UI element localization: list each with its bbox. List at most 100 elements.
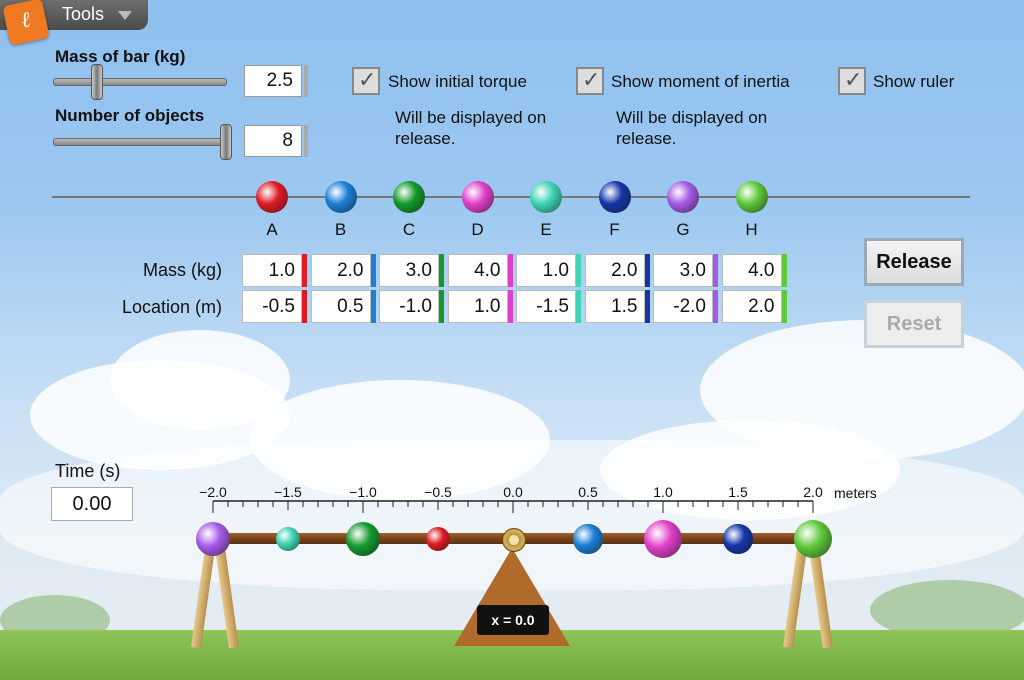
mass-row-label: Mass (kg) <box>142 260 222 280</box>
placed-object-b[interactable] <box>573 524 603 554</box>
object-f-ball[interactable] <box>598 181 631 213</box>
object-c-ball[interactable] <box>393 181 425 213</box>
input-edge <box>304 65 308 97</box>
mass-input-c[interactable]: 3.0 <box>379 254 439 287</box>
input-edge <box>304 125 308 157</box>
checkmark-icon: ✓ <box>582 67 601 92</box>
mass-input-g[interactable]: 3.0 <box>653 254 713 287</box>
ruler-tick-label: 2.0 <box>803 484 823 500</box>
mass-of-bar-slider-thumb[interactable] <box>91 64 103 100</box>
color-swatch-d <box>507 254 513 287</box>
fulcrum-position-label: x = 0.0 <box>477 605 549 635</box>
placed-object-d[interactable] <box>643 519 683 559</box>
location-input-c[interactable]: -1.0 <box>379 290 439 323</box>
placed-object-e[interactable] <box>275 526 301 552</box>
object-h-ball[interactable] <box>735 181 768 213</box>
mass-input-d[interactable]: 4.0 <box>447 254 508 287</box>
object-label: B <box>334 220 347 239</box>
placed-object-c[interactable] <box>346 522 380 556</box>
number-of-objects-input[interactable]: 8 <box>244 125 302 157</box>
mass-of-bar-slider[interactable] <box>53 78 227 86</box>
ruler-tick-label: 1.0 <box>653 484 673 500</box>
placed-object-h[interactable] <box>793 519 833 559</box>
object-g-ball[interactable] <box>667 181 699 213</box>
object-label: F <box>609 220 620 239</box>
color-swatch-c <box>439 290 444 323</box>
release-button[interactable]: Release <box>864 238 964 286</box>
object-label: H <box>745 220 758 239</box>
ruler-tick-label: 0.0 <box>503 484 523 500</box>
location-input-f[interactable]: 1.5 <box>584 290 645 323</box>
object-e-ball[interactable] <box>530 181 562 213</box>
mass-input-e[interactable]: 1.0 <box>516 254 576 287</box>
mass-input-a[interactable]: 1.0 <box>242 254 302 287</box>
number-of-objects-slider-thumb[interactable] <box>220 124 232 160</box>
ruler-tick-label: −0.5 <box>424 484 452 500</box>
color-swatch-e <box>576 290 581 323</box>
ruler-tick-label: −1.0 <box>349 484 377 500</box>
color-swatch-f <box>644 254 650 287</box>
object-b-ball[interactable] <box>324 181 357 213</box>
ruler-tick-label: −2.0 <box>199 484 227 500</box>
object-palette-rail <box>52 196 970 198</box>
placed-object-g[interactable] <box>196 522 230 556</box>
object-label: C <box>402 220 416 239</box>
mass-input-b[interactable]: 2.0 <box>310 254 371 287</box>
chevron-down-icon <box>118 11 132 20</box>
cloud <box>110 330 290 430</box>
checkmark-icon: ✓ <box>844 67 863 92</box>
show-moment-of-inertia-label: Show moment of inertia <box>611 72 790 91</box>
pivot-icon <box>502 528 526 552</box>
location-input-d[interactable]: 1.0 <box>447 290 508 323</box>
tools-label: Tools <box>62 4 105 24</box>
location-input-a[interactable]: -0.5 <box>242 290 302 323</box>
color-swatch-b <box>370 254 376 287</box>
placed-object-f[interactable] <box>723 524 753 554</box>
color-swatch-c <box>439 254 444 287</box>
show-initial-torque-checkbox[interactable]: ✓ <box>352 67 380 95</box>
object-d-ball[interactable] <box>461 181 494 213</box>
color-swatch-f <box>644 290 650 323</box>
inertia-note: Will be displayed on release. <box>616 108 768 148</box>
show-ruler-label: Show ruler <box>873 72 955 91</box>
location-row-label: Location (m) <box>121 297 222 317</box>
color-swatch-g <box>713 290 718 323</box>
time-label: Time (s) <box>55 461 121 481</box>
location-input-e[interactable]: -1.5 <box>516 290 576 323</box>
mass-of-bar-input[interactable]: 2.5 <box>244 65 302 97</box>
mass-of-bar-label: Mass of bar (kg) <box>55 47 186 66</box>
time-readout: 0.00 <box>51 487 133 521</box>
reset-button[interactable]: Reset <box>864 300 964 348</box>
color-swatch-h <box>781 290 787 323</box>
color-swatch-h <box>781 254 787 287</box>
object-label: A <box>266 220 278 239</box>
object-label: D <box>471 220 484 239</box>
placed-object-a[interactable] <box>425 526 451 552</box>
object-a-ball[interactable] <box>256 181 288 213</box>
ruler-unit-label: meters <box>834 485 877 501</box>
object-label: G <box>676 220 690 239</box>
location-input-h[interactable]: 2.0 <box>721 290 782 323</box>
show-initial-torque-label: Show initial torque <box>388 72 527 91</box>
mass-input-f[interactable]: 2.0 <box>584 254 645 287</box>
color-swatch-g <box>713 254 718 287</box>
color-swatch-b <box>370 290 376 323</box>
color-swatch-e <box>576 254 581 287</box>
ruler-tick-label: −1.5 <box>274 484 302 500</box>
mass-input-h[interactable]: 4.0 <box>721 254 782 287</box>
color-swatch-a <box>302 290 307 323</box>
object-label: E <box>540 220 552 239</box>
color-swatch-a <box>302 254 307 287</box>
checkmark-icon: ✓ <box>358 67 377 92</box>
location-input-b[interactable]: 0.5 <box>310 290 371 323</box>
show-moment-of-inertia-checkbox[interactable]: ✓ <box>576 67 604 95</box>
color-swatch-d <box>507 290 513 323</box>
ruler-tick-label: 1.5 <box>728 484 748 500</box>
ruler-tick-label: 0.5 <box>578 484 598 500</box>
location-input-g[interactable]: -2.0 <box>653 290 713 323</box>
show-ruler-checkbox[interactable]: ✓ <box>838 67 866 95</box>
tools-menu[interactable]: ℓ Tools <box>0 0 148 46</box>
number-of-objects-label: Number of objects <box>55 106 205 125</box>
torque-note: Will be displayed on release. <box>395 108 547 148</box>
